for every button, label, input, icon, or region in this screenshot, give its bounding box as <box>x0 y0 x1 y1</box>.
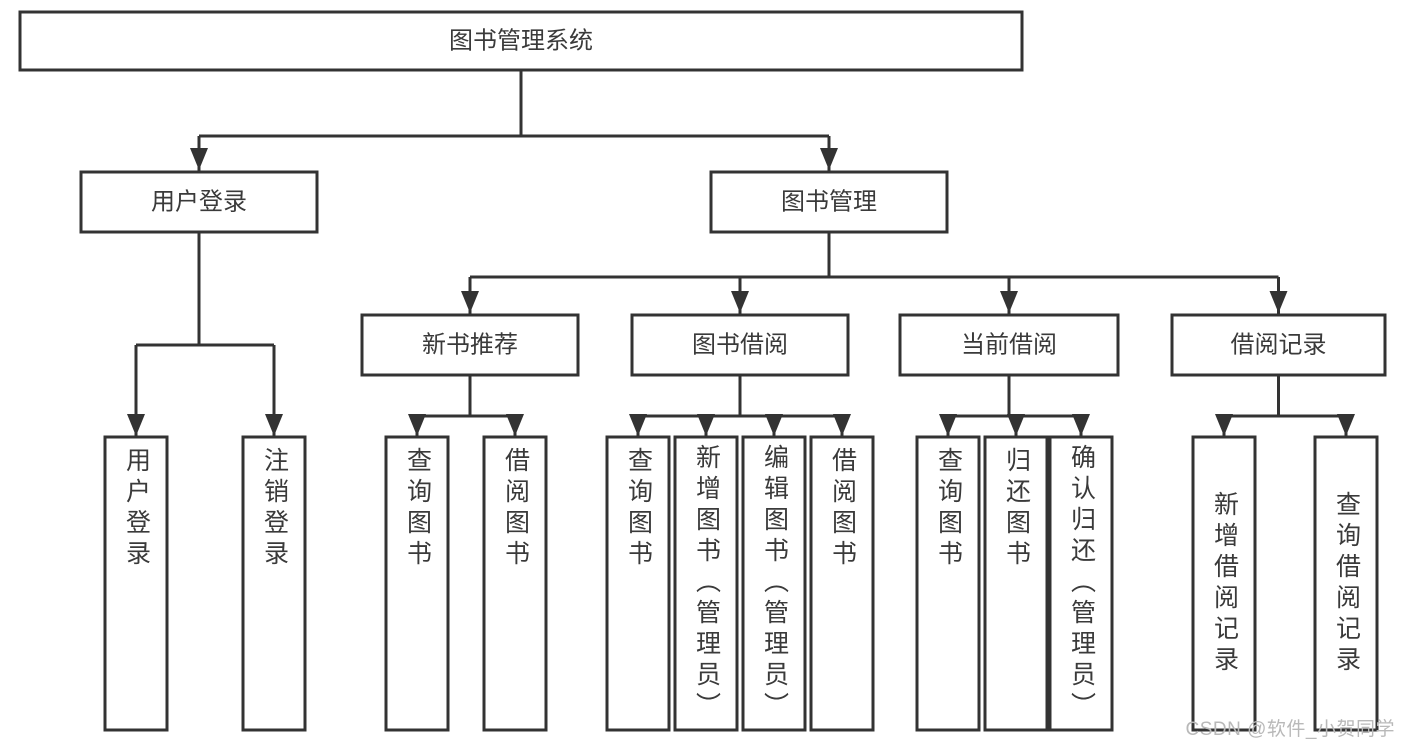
arrow-head-icon <box>127 414 145 436</box>
node-level3-box-1[interactable] <box>630 313 850 377</box>
node-leaf-box-0[interactable] <box>103 435 169 732</box>
node-leaf-box-10[interactable] <box>1048 435 1114 732</box>
node-leaf-box-11[interactable] <box>1191 435 1257 732</box>
node-level3-box-0[interactable] <box>360 313 580 377</box>
arrow-head-icon <box>731 291 749 313</box>
watermark: CSDN @软件_小贺同学 <box>1185 719 1395 740</box>
arrow-head-icon <box>833 414 851 436</box>
node-level2-box-0[interactable] <box>79 170 319 234</box>
arrow-head-icon <box>190 148 208 170</box>
node-leaf-box-2[interactable] <box>384 435 450 732</box>
arrow-head-icon <box>1215 414 1233 436</box>
node-leaf-box-1[interactable] <box>241 435 307 732</box>
node-level3-box-2[interactable] <box>898 313 1120 377</box>
arrow-head-icon <box>506 414 524 436</box>
arrow-head-icon <box>1072 414 1090 436</box>
node-level2-label-0: 用户登录 <box>151 188 247 215</box>
node-leaf-box-9[interactable] <box>983 435 1049 732</box>
node-leaf-box-6[interactable] <box>741 435 807 732</box>
arrow-head-icon <box>408 414 426 436</box>
node-root-box[interactable] <box>18 10 1024 72</box>
node-level2-box-1[interactable] <box>709 170 949 234</box>
node-level3-box-3[interactable] <box>1170 313 1387 377</box>
node-leaf-box-3[interactable] <box>482 435 548 732</box>
connectors-layer <box>127 70 1355 436</box>
node-level3-label-1: 图书借阅 <box>692 331 788 358</box>
arrow-head-icon <box>820 148 838 170</box>
node-leaf-box-12[interactable] <box>1313 435 1379 732</box>
arrow-head-icon <box>1337 414 1355 436</box>
node-leaf-box-5[interactable] <box>673 435 739 732</box>
arrow-head-icon <box>1007 414 1025 436</box>
arrow-head-icon <box>1000 291 1018 313</box>
arrow-head-icon <box>765 414 783 436</box>
arrow-head-icon <box>461 291 479 313</box>
arrow-head-icon <box>939 414 957 436</box>
boxes-layer <box>18 10 1387 732</box>
node-level3-label-0: 新书推荐 <box>422 331 518 358</box>
node-level3-label-3: 借阅记录 <box>1231 331 1327 358</box>
arrow-head-icon <box>265 414 283 436</box>
node-leaf-box-8[interactable] <box>915 435 981 732</box>
arrow-head-icon <box>1269 291 1288 313</box>
node-level3-label-2: 当前借阅 <box>961 331 1057 358</box>
node-leaf-box-7[interactable] <box>809 435 875 732</box>
node-level2-label-1: 图书管理 <box>781 188 877 215</box>
node-root-label: 图书管理系统 <box>449 27 593 54</box>
arrow-head-icon <box>697 414 715 436</box>
node-leaf-box-4[interactable] <box>605 435 671 732</box>
arrow-head-icon <box>629 414 647 436</box>
